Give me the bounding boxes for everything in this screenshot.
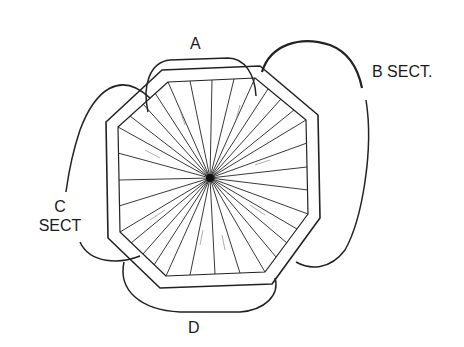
section-label: B SECT. [372, 62, 432, 81]
bracket-a [146, 58, 256, 112]
outer-octagon [106, 66, 320, 288]
bracket-d [123, 262, 276, 312]
center-knot [206, 174, 214, 182]
section-label: C SECT [36, 197, 84, 235]
section-label: D [188, 318, 200, 337]
bracket-b-lower [296, 100, 369, 267]
section-label: A [190, 34, 201, 53]
bracket-c-lower [80, 242, 140, 261]
bracket-c [66, 85, 150, 192]
shading-strokes [145, 105, 270, 250]
bracket-b [262, 41, 362, 88]
